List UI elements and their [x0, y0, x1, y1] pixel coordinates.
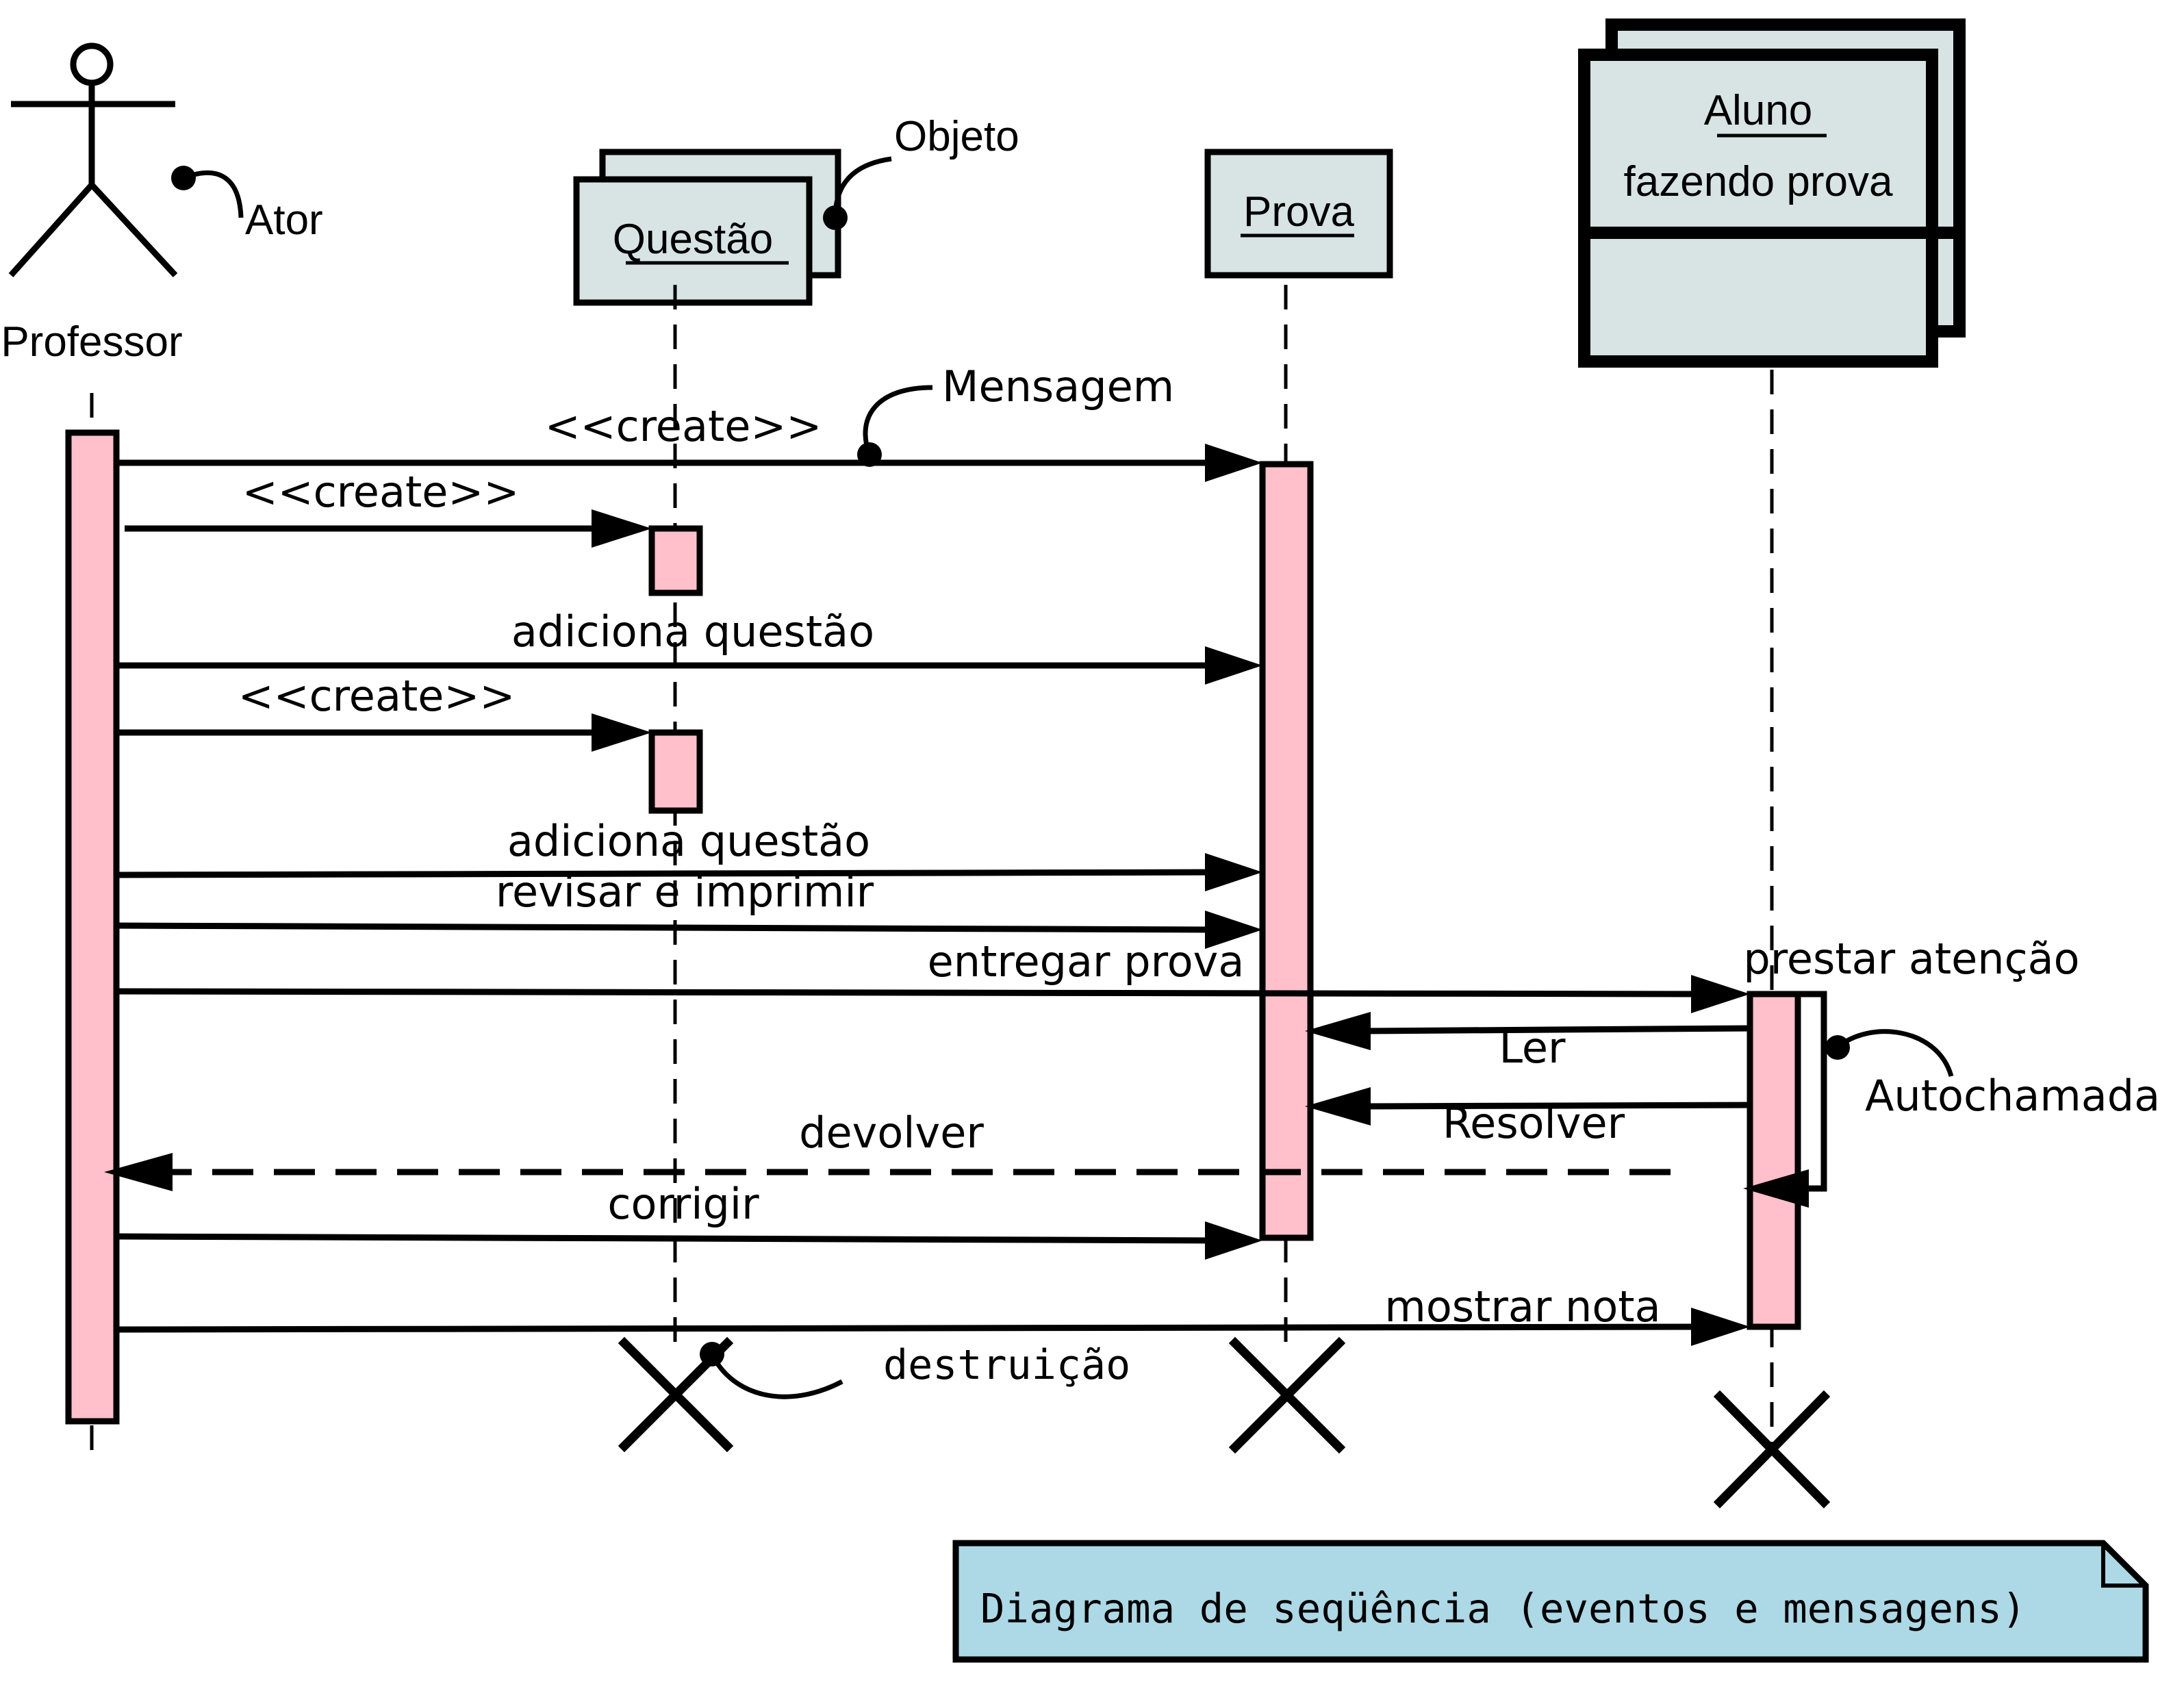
- ator-callout-dot: [171, 166, 196, 190]
- aluno-name: Aluno: [1704, 87, 1813, 134]
- actor-right-leg: [89, 182, 178, 278]
- message-revisar: [116, 922, 1219, 933]
- message-label-adiciona-questao-1: adiciona questão: [511, 607, 874, 657]
- message-label-entregar: entregar prova: [928, 937, 1245, 987]
- autochamada-callout-dot: [1825, 1035, 1850, 1060]
- note-box: [952, 1540, 2149, 1663]
- arrowhead: [1305, 1087, 1371, 1126]
- message-label-create-questao-2: <<create>>: [238, 671, 516, 721]
- arrowhead: [1305, 1012, 1371, 1050]
- objeto-callout-dot: [823, 205, 848, 230]
- object-prova: Prova: [1204, 149, 1393, 279]
- object-aluno: Aluno fazendo prova: [1578, 18, 1966, 368]
- autochamada-annotation: Autochamada: [1865, 1071, 2160, 1121]
- message-corrigir: [116, 1233, 1219, 1244]
- note-fold: [2101, 1543, 2146, 1588]
- arrowhead: [104, 1153, 173, 1191]
- message-label-devolver: devolver: [799, 1108, 984, 1158]
- activation-prova: [1259, 461, 1314, 1241]
- actor-name: Professor: [1, 318, 182, 366]
- destruction-aluno: [1713, 1390, 1831, 1509]
- diagram-note: Diagrama de seqüência (eventos e mensage…: [952, 1540, 2149, 1663]
- message-ler: [1362, 1025, 1753, 1034]
- mensagem-callout-dot: [857, 442, 882, 467]
- message-label-mostrar: mostrar nota: [1384, 1282, 1660, 1332]
- arrowhead: [1205, 853, 1262, 891]
- message-label-revisar: revisar e imprimir: [496, 867, 874, 917]
- destruicao-callout-dot: [700, 1342, 724, 1366]
- ator-annotation: Ator: [245, 196, 323, 244]
- message-label-adiciona-questao-2: adiciona questão: [507, 816, 870, 866]
- objeto-annotation: Objeto: [894, 113, 1019, 160]
- autochamada-callout-line: [1836, 1029, 1954, 1077]
- destruction-stroke: [1228, 1336, 1346, 1454]
- arrowhead: [1205, 646, 1262, 685]
- message-mostrar-nota: [116, 1323, 1705, 1333]
- destruicao-callout-line: [709, 1353, 843, 1399]
- prova-name: Prova: [1243, 188, 1354, 236]
- actor-professor: Professor: [1, 42, 183, 366]
- activation-questao-2: [648, 729, 703, 814]
- destruction-stroke: [1713, 1390, 1831, 1509]
- message-label-prestar: prestar atenção: [1743, 934, 2079, 984]
- message-label-ler: Ler: [1499, 1023, 1566, 1073]
- arrowhead: [1743, 1169, 1809, 1208]
- message-entregar: [116, 988, 1705, 997]
- questao-name: Questão: [613, 216, 773, 263]
- activation-professor: [65, 429, 120, 1425]
- aluno-state: fazendo prova: [1624, 158, 1893, 205]
- object-questao: Questão: [573, 149, 841, 306]
- arrowhead: [592, 713, 652, 752]
- message-label-create-questao-1: <<create>>: [242, 467, 520, 517]
- arrowhead: [1691, 975, 1750, 1013]
- arrowhead: [1205, 444, 1262, 482]
- destruction-prova: [1228, 1336, 1346, 1454]
- arrowhead: [1691, 1308, 1750, 1346]
- activation-aluno: [1747, 991, 1801, 1330]
- arrowhead: [1205, 911, 1262, 949]
- note-text: Diagrama de seqüência (eventos e mensage…: [980, 1585, 2026, 1632]
- message-resolver: [1362, 1102, 1753, 1110]
- activation-questao-1: [648, 525, 703, 596]
- prova-box: [1204, 149, 1393, 279]
- mensagem-callout-line: [863, 385, 933, 456]
- message-label-create-prova: <<create>>: [545, 401, 822, 451]
- arrowhead: [1205, 1221, 1262, 1260]
- destruicao-annotation: destruição: [883, 1341, 1130, 1389]
- message-adiciona-questao-2: [116, 869, 1219, 878]
- actor-head: [70, 42, 114, 86]
- mensagem-annotation: Mensagem: [942, 361, 1174, 411]
- message-label-corrigir: corrigir: [607, 1179, 759, 1229]
- actor-left-leg: [8, 183, 94, 277]
- arrowhead: [592, 509, 652, 548]
- message-label-resolver: Resolver: [1443, 1098, 1625, 1148]
- aluno-box-front: [1578, 49, 1938, 368]
- questao-box-front: [573, 176, 813, 306]
